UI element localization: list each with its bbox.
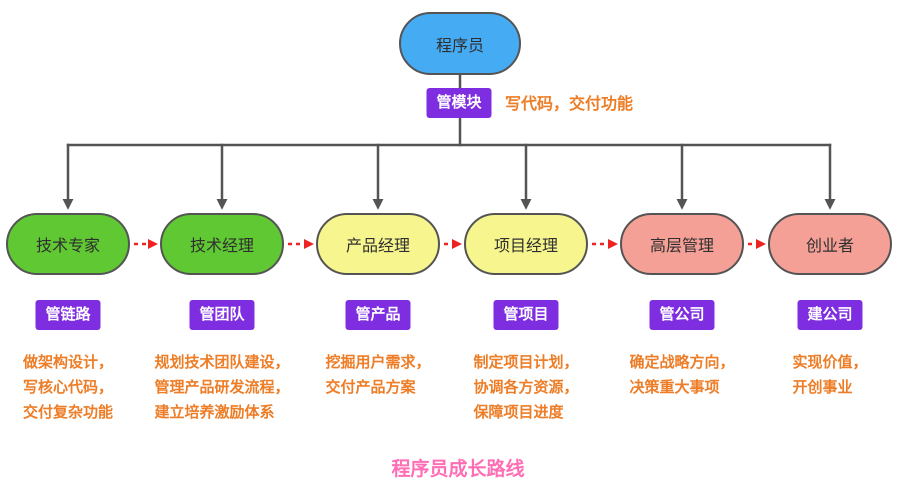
stage-description-6: 实现价值， 开创事业 <box>792 350 867 400</box>
stage-description-4: 制定项目计划， 协调各方资源， 保障项目进度 <box>473 350 578 425</box>
stage-node-5: 高层管理 <box>620 213 744 275</box>
stage-badge-4: 管项目 <box>493 300 559 330</box>
stage-badge-6: 建公司 <box>797 300 863 330</box>
description-line: 管理产品研发流程， <box>154 379 290 396</box>
stage-node-label: 创业者 <box>805 238 854 255</box>
description-line: 建立培养激励体系 <box>154 404 275 421</box>
stage-node-6: 创业者 <box>768 213 892 275</box>
description-line: 保障项目进度 <box>473 404 564 421</box>
description-line: 确定战略方向， <box>629 354 735 371</box>
description-line: 开创事业 <box>792 379 853 396</box>
stage-node-4: 项目经理 <box>464 213 588 275</box>
description-line: 交付产品方案 <box>325 379 416 396</box>
tree-branches <box>62 73 836 210</box>
root-description: 写代码，交付功能 <box>505 96 634 113</box>
root-node-label: 程序员 <box>435 37 484 55</box>
description-line: 决策重大事项 <box>629 379 720 396</box>
description-line: 制定项目计划， <box>473 354 579 371</box>
stage-badge-3: 管产品 <box>345 300 411 330</box>
stage-badge-2: 管团队 <box>189 300 255 330</box>
root-badge: 管模块 <box>426 88 492 118</box>
description-line: 挖掘用户需求， <box>325 354 431 371</box>
stage-node-label: 技术经理 <box>189 238 254 255</box>
stage-badge-5: 管公司 <box>649 300 715 330</box>
description-line: 写核心代码， <box>22 379 114 396</box>
stage-node-label: 项目经理 <box>493 238 558 255</box>
stage-description-3: 挖掘用户需求， 交付产品方案 <box>325 350 430 400</box>
stage-badge-1: 管链路 <box>35 300 101 330</box>
description-line: 实现价值， <box>792 354 868 371</box>
stage-description-5: 确定战略方向， 决策重大事项 <box>629 350 734 400</box>
stage-description-1: 做架构设计， 写核心代码， 交付复杂功能 <box>23 350 113 425</box>
stage-description-2: 规划技术团队建设， 管理产品研发流程， 建立培养激励体系 <box>154 350 289 425</box>
description-line: 规划技术团队建设， <box>154 354 290 371</box>
stage-node-label: 高层管理 <box>649 238 714 255</box>
description-line: 做架构设计， <box>22 354 114 371</box>
stage-node-1: 技术专家 <box>6 213 130 275</box>
diagram-title: 程序员成长路线 <box>391 459 525 480</box>
stage-node-2: 技术经理 <box>160 213 284 275</box>
description-line: 交付复杂功能 <box>22 404 114 421</box>
stage-node-label: 产品经理 <box>345 238 410 255</box>
root-node: 程序员 <box>399 12 521 75</box>
description-line: 协调各方资源， <box>473 379 579 396</box>
stage-node-label: 技术专家 <box>35 238 100 255</box>
stage-node-3: 产品经理 <box>316 213 440 275</box>
